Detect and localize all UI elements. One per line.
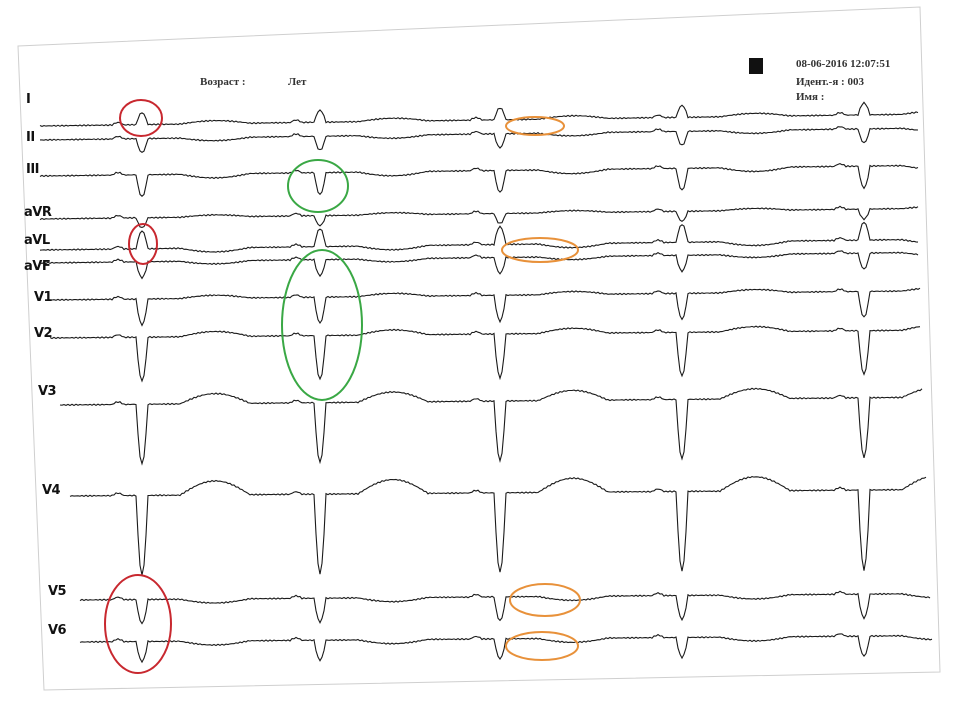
lead-label-v4: V4 [42, 483, 61, 498]
ecg-trace-v1 [47, 287, 921, 327]
ecg-trace-v4 [69, 476, 927, 576]
ecg-traces [39, 101, 933, 664]
lead-v5-v6-complex-circle [104, 574, 172, 674]
lead-avl-st-t-circle [501, 237, 579, 263]
lead-label-avr: aVR [24, 205, 52, 220]
ecg-trace-v2 [49, 325, 921, 383]
ecg-trace-avl [39, 221, 919, 253]
lead-label-iii: III [26, 162, 40, 177]
lead-i-p-wave-circle [119, 99, 163, 137]
ecg-trace-v5 [79, 590, 931, 625]
date-time: 08-06-2016 12:07:51 [796, 58, 891, 70]
ecg-trace-iii [39, 162, 919, 197]
lead-label-v6: V6 [48, 623, 67, 638]
ecg-trace-avf [39, 250, 919, 280]
age-unit: Лет [288, 76, 307, 88]
lead-label-avl: aVL [24, 233, 50, 248]
lead-label-v5: V5 [48, 584, 67, 599]
lead-label-v1: V1 [34, 290, 53, 305]
lead-label-v3: V3 [38, 384, 57, 399]
patient-name-label: Имя : [796, 91, 825, 103]
lead-label-avf: aVF [24, 259, 51, 274]
lead-v6-st-t-circle [505, 631, 579, 661]
lead-label-ii: II [26, 130, 35, 145]
ecg-trace-avr [39, 205, 919, 228]
ecg-trace-v6 [79, 633, 933, 664]
leads-avf-v2-qrs-circle [281, 249, 363, 401]
patient-id: Идент.-я : 003 [796, 76, 864, 88]
ecg-trace-v3 [59, 387, 923, 466]
lead-avl-p-wave-circle [128, 223, 158, 265]
annotation-marks [104, 99, 581, 674]
ecg-trace-i [39, 101, 919, 127]
ecg-trace-ii [40, 126, 919, 153]
lead-label-i: I [26, 92, 31, 107]
lead-ii-st-t-circle [505, 116, 565, 136]
header-marker-icon [749, 58, 763, 74]
lead-label-v2: V2 [34, 326, 53, 341]
paper-sheet [17, 6, 941, 691]
lead-iii-qrs-circle [287, 159, 349, 213]
age-label: Возраст : [200, 76, 246, 88]
lead-v5-st-t-circle [509, 583, 581, 617]
